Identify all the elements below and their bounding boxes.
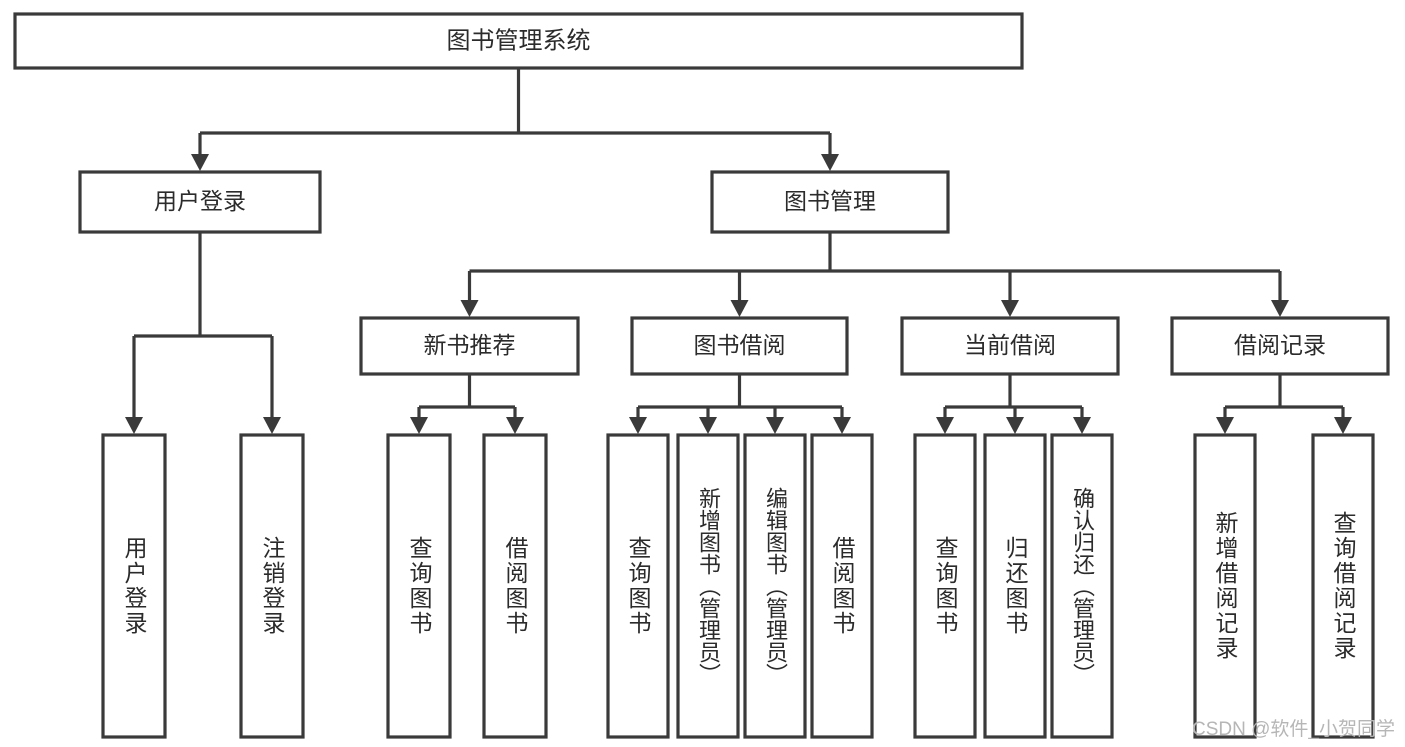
leaf-node-查询图书[interactable] bbox=[913, 433, 977, 739]
arrow-head-icon bbox=[766, 417, 784, 434]
node-box bbox=[1193, 433, 1257, 739]
node-label: 图书借阅 bbox=[694, 332, 786, 358]
node-label: 图书管理 bbox=[784, 188, 876, 214]
node-box bbox=[239, 433, 305, 739]
level2-node-用户登录[interactable]: 用户登录 bbox=[78, 170, 322, 234]
node-box bbox=[1311, 433, 1375, 739]
leaf-node-查询图书[interactable] bbox=[606, 433, 670, 739]
arrow-head-icon bbox=[1006, 417, 1024, 434]
leaf-node-新增借阅记录[interactable] bbox=[1193, 433, 1257, 739]
arrow-head-icon bbox=[936, 417, 954, 434]
level3-node-当前借阅[interactable]: 当前借阅 bbox=[900, 316, 1120, 376]
leaf-node-用户登录[interactable] bbox=[101, 433, 167, 739]
node-label: 借阅记录 bbox=[1234, 332, 1326, 358]
level3-node-新书推荐[interactable]: 新书推荐 bbox=[359, 316, 580, 376]
connector-group-用户登录 bbox=[125, 232, 281, 434]
node-label: 当前借阅 bbox=[964, 332, 1056, 358]
node-label: 用户登录 bbox=[154, 188, 246, 214]
node-box bbox=[676, 433, 740, 739]
leaf-node-借阅图书[interactable] bbox=[810, 433, 874, 739]
arrow-head-icon bbox=[263, 417, 281, 434]
node-box bbox=[983, 433, 1047, 739]
leaf-node-注销登录[interactable] bbox=[239, 433, 305, 739]
node-box bbox=[913, 433, 977, 739]
arrow-head-icon bbox=[1073, 417, 1091, 434]
node-box bbox=[810, 433, 874, 739]
node-box bbox=[1050, 433, 1114, 739]
arrow-head-icon bbox=[833, 417, 851, 434]
node-box bbox=[13, 12, 1024, 70]
node-box bbox=[359, 316, 580, 376]
connector-group-图书管理系统 bbox=[191, 68, 839, 171]
node-box bbox=[900, 316, 1120, 376]
connector-layer bbox=[125, 68, 1352, 434]
connector-group-图书管理 bbox=[460, 232, 1289, 317]
leaf-node-查询图书[interactable] bbox=[386, 433, 452, 739]
root-node-图书管理系统[interactable]: 图书管理系统 bbox=[13, 12, 1024, 70]
level2-node-图书管理[interactable]: 图书管理 bbox=[710, 170, 950, 234]
node-box bbox=[386, 433, 452, 739]
leaf-node-确认归还管理员[interactable] bbox=[1050, 433, 1114, 739]
leaf-node-查询借阅记录[interactable] bbox=[1311, 433, 1375, 739]
arrow-head-icon bbox=[730, 300, 749, 317]
arrow-head-icon bbox=[506, 417, 524, 434]
node-box bbox=[482, 433, 548, 739]
arrow-head-icon bbox=[1271, 300, 1289, 317]
arrow-head-icon bbox=[699, 417, 717, 434]
arrow-head-icon bbox=[460, 300, 479, 317]
node-box bbox=[606, 433, 670, 739]
arrow-head-icon bbox=[821, 154, 839, 171]
node-label: 新书推荐 bbox=[424, 332, 516, 358]
leaf-node-归还图书[interactable] bbox=[983, 433, 1047, 739]
arrow-head-icon bbox=[629, 417, 647, 434]
level3-node-借阅记录[interactable]: 借阅记录 bbox=[1170, 316, 1390, 376]
connector-group-借阅记录 bbox=[1216, 374, 1352, 434]
node-box bbox=[710, 170, 950, 234]
level3-node-图书借阅[interactable]: 图书借阅 bbox=[630, 316, 849, 376]
node-box bbox=[630, 316, 849, 376]
node-box bbox=[101, 433, 167, 739]
node-box bbox=[1170, 316, 1390, 376]
leaf-node-借阅图书[interactable] bbox=[482, 433, 548, 739]
connector-group-当前借阅 bbox=[936, 374, 1091, 434]
node-label: 图书管理系统 bbox=[447, 27, 591, 54]
connector-group-图书借阅 bbox=[629, 374, 851, 434]
leaf-node-新增图书管理员[interactable] bbox=[676, 433, 740, 739]
arrow-head-icon bbox=[1216, 417, 1234, 434]
arrow-head-icon bbox=[191, 154, 209, 171]
node-box bbox=[743, 433, 807, 739]
leaf-node-编辑图书管理员[interactable] bbox=[743, 433, 807, 739]
arrow-head-icon bbox=[125, 417, 143, 434]
arrow-head-icon bbox=[410, 417, 428, 434]
connector-group-新书推荐 bbox=[410, 374, 524, 434]
arrow-head-icon bbox=[1334, 417, 1352, 434]
arrow-head-icon bbox=[1001, 300, 1019, 317]
node-box bbox=[78, 170, 322, 234]
